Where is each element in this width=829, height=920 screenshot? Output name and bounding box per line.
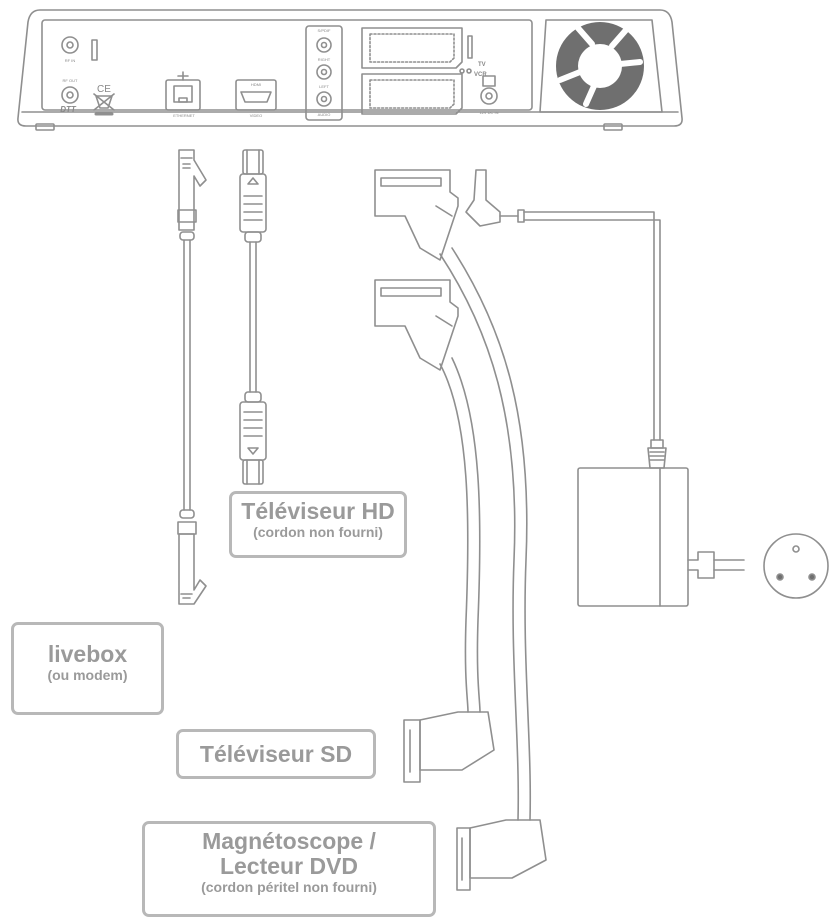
scart-cable-vcr (374, 169, 547, 891)
audio-jacks: S/PDIF RIGHT LEFT AUDIO (305, 25, 343, 121)
rf-out-label: RF OUT (63, 78, 78, 83)
vcr-note: (cordon péritel non fourni) (201, 879, 377, 895)
hdmi-cable (239, 149, 267, 485)
dc-in-label: 12V DC IN (479, 110, 498, 115)
tv-hd-title: Téléviseur HD (241, 498, 395, 524)
ethernet-cable (177, 149, 207, 605)
scart-cable-tv-sd (374, 279, 495, 783)
ethernet-port: ETHERNET (165, 71, 201, 118)
hdmi-label: HDMI (251, 82, 261, 87)
vcr-line2: Lecteur DVD (219, 853, 359, 879)
scart-ports: TV VCR (361, 27, 487, 115)
tv-hd-note: (cordon non fourni) (253, 524, 383, 540)
ce-mark: CE (97, 84, 111, 95)
livebox-title: livebox (47, 641, 128, 667)
audio-label: AUDIO (318, 112, 331, 117)
weee-bin-icon (93, 93, 115, 116)
label-tv-sd: Téléviseur SD (176, 729, 376, 779)
hdmi-port: HDMI VIDEO (235, 79, 277, 118)
rf-connectors: RF IN RF OUT DTT (60, 36, 79, 114)
tv-scart-label: TV (478, 62, 486, 68)
label-livebox: livebox (ou modem) (11, 622, 164, 715)
ethernet-label: ETHERNET (173, 113, 195, 118)
fan-grille (539, 19, 663, 113)
label-vcr-dvd: Magnétoscope / Lecteur DVD (cordon périt… (142, 821, 436, 917)
left-label: LEFT (319, 84, 329, 89)
video-label: VIDEO (250, 113, 262, 118)
livebox-note: (ou modem) (47, 667, 128, 683)
vcr-scart-label: VCR (474, 72, 487, 78)
decoder-back-panel: RF IN RF OUT DTT CE ETHERNET HDMI VIDEO (17, 9, 683, 131)
dtt-label: DTT (60, 105, 77, 114)
label-tv-hd: Téléviseur HD (cordon non fourni) (229, 491, 407, 558)
power-adapter (465, 169, 829, 607)
vcr-line1: Magnétoscope / (202, 828, 376, 854)
right-label: RIGHT (318, 57, 331, 62)
rf-in-label: RF IN (65, 58, 76, 63)
spdif-label: S/PDIF (318, 28, 331, 33)
tv-sd-title: Téléviseur SD (199, 741, 353, 767)
dc-in-port: 12V DC IN (479, 75, 499, 115)
